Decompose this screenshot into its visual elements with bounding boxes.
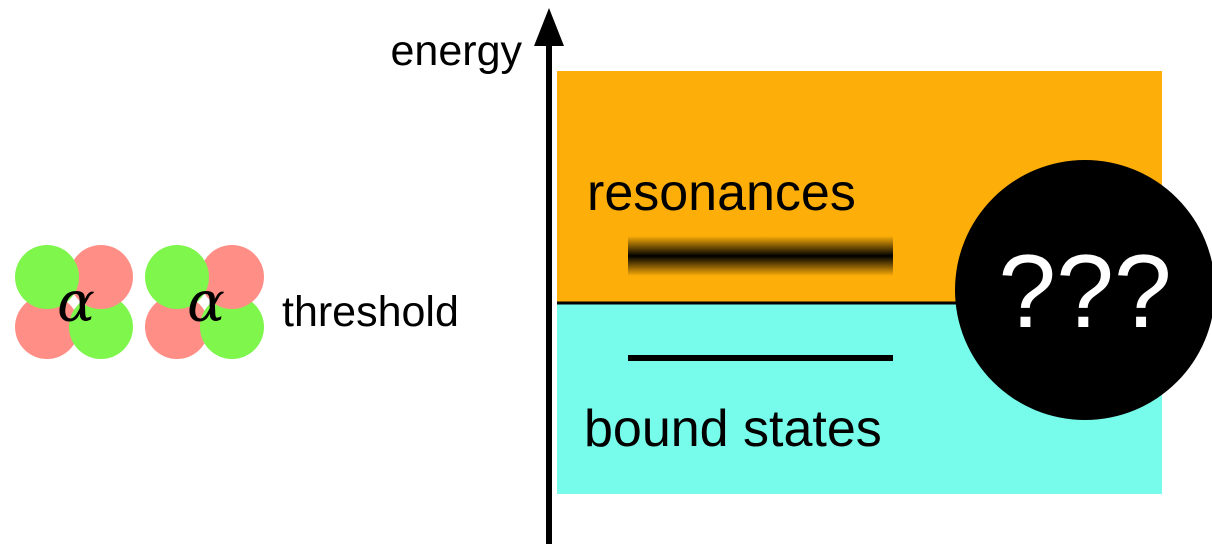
resonance-level <box>628 236 893 276</box>
bound-states-label: bound states <box>584 400 882 458</box>
alpha-symbol: α <box>57 270 95 335</box>
energy-axis-label: energy <box>391 27 523 75</box>
alpha-particle-2: α <box>145 245 264 359</box>
nucleon-neutron <box>69 295 133 359</box>
nucleon-neutron <box>15 245 79 309</box>
nucleon-neutron <box>145 245 209 309</box>
alpha-symbol: α <box>187 270 225 335</box>
resonances-label: resonances <box>587 164 856 222</box>
nucleon-neutron <box>200 295 264 359</box>
alpha-particle-1: α <box>15 245 133 359</box>
unknown-badge-label: ??? <box>998 234 1172 350</box>
unknown-badge-circle <box>955 160 1212 420</box>
unknown-badge: ??? <box>955 160 1212 420</box>
nucleon-proton <box>200 245 264 309</box>
nucleon-proton <box>145 295 209 359</box>
energy-axis-arrow-icon <box>534 8 564 46</box>
threshold-label: threshold <box>282 288 459 336</box>
nucleon-proton <box>15 295 79 359</box>
nucleon-proton <box>69 245 133 309</box>
